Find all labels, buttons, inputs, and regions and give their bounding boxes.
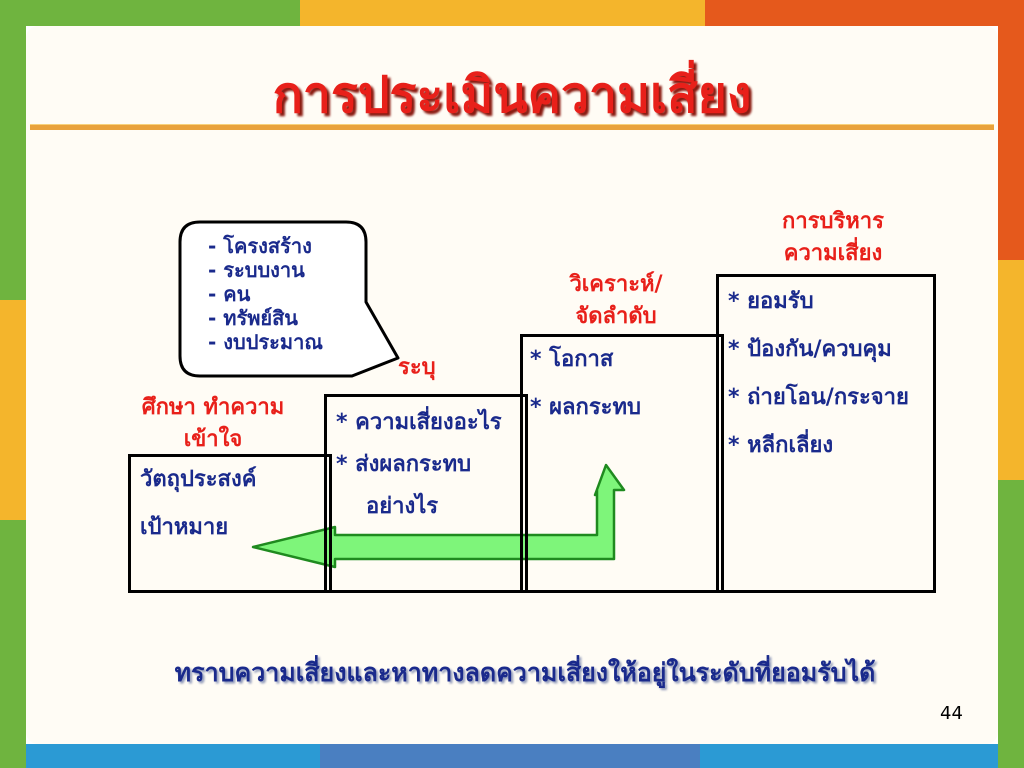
slide-title: การประเมินความเสี่ยง (272, 66, 752, 124)
title-divider (30, 124, 994, 130)
step-box-identify (324, 394, 528, 593)
step-label-study: ศึกษา ทำความ เข้าใจ (141, 395, 285, 452)
step-label-identify: ระบุ (398, 355, 436, 380)
step-box-study (128, 454, 332, 593)
page-number: 44 (940, 703, 963, 724)
callout-item: - ทรัพย์สิน (208, 306, 298, 330)
list-item: * ป้องกัน/ควบคุม (728, 337, 892, 362)
callout-list: - โครงสร้าง - ระบบงาน - คน - ทรัพย์สิน -… (208, 234, 323, 354)
step-box-analyze (520, 334, 724, 593)
step-label-manage: การบริหาร ความเสี่ยง (782, 209, 884, 266)
list-item: * โอกาส (530, 347, 614, 372)
frame-band-right (998, 0, 1024, 768)
callout-item: - งบประมาณ (208, 330, 323, 354)
summary-text: ทราบความเสี่ยงและหาทางลดความเสี่ยงให้อยู… (174, 658, 876, 687)
list-item: * ส่งผลกระทบ (336, 452, 472, 477)
frame-band-bottom-blue (0, 744, 320, 768)
callout-bubble (178, 220, 400, 378)
callout-item: - ระบบงาน (208, 258, 305, 282)
list-item: * ความเสี่ยงอะไร (336, 410, 502, 435)
frame-band-top-green (0, 0, 300, 26)
list-item: * ผลกระทบ (530, 395, 641, 420)
frame-band-left (0, 0, 26, 768)
list-item: * ถ่ายโอน/กระจาย (728, 385, 909, 410)
return-arrow (251, 463, 626, 569)
callout-item: - คน (208, 282, 251, 306)
step-items-analyze: * โอกาส * ผลกระทบ (530, 336, 641, 432)
frame-band-bottom-blue-right (700, 744, 1024, 768)
frame-band-bottom-navy (320, 744, 700, 768)
step-items-manage: * ยอมรับ * ป้องกัน/ควบคุม * ถ่ายโอน/กระจ… (728, 278, 909, 470)
step-box-manage (716, 274, 936, 593)
callout-item: - โครงสร้าง (208, 234, 312, 258)
frame-band-top-orange (705, 0, 1024, 26)
frame-band-top-yellow (300, 0, 705, 26)
list-item: เป้าหมาย (140, 515, 229, 540)
list-item: วัตถุประสงค์ (140, 467, 257, 492)
slide-canvas (26, 26, 998, 744)
list-item: * ยอมรับ (728, 289, 814, 314)
list-item: อย่างไร (366, 494, 439, 519)
list-item: * หลีกเลี่ยง (728, 433, 834, 458)
step-items-identify: * ความเสี่ยงอะไร * ส่งผลกระทบ อย่างไร (336, 402, 502, 528)
step-items-study: วัตถุประสงค์ เป้าหมาย (140, 456, 256, 552)
step-label-analyze: วิเคราะห์/ จัดลำดับ (569, 272, 663, 329)
